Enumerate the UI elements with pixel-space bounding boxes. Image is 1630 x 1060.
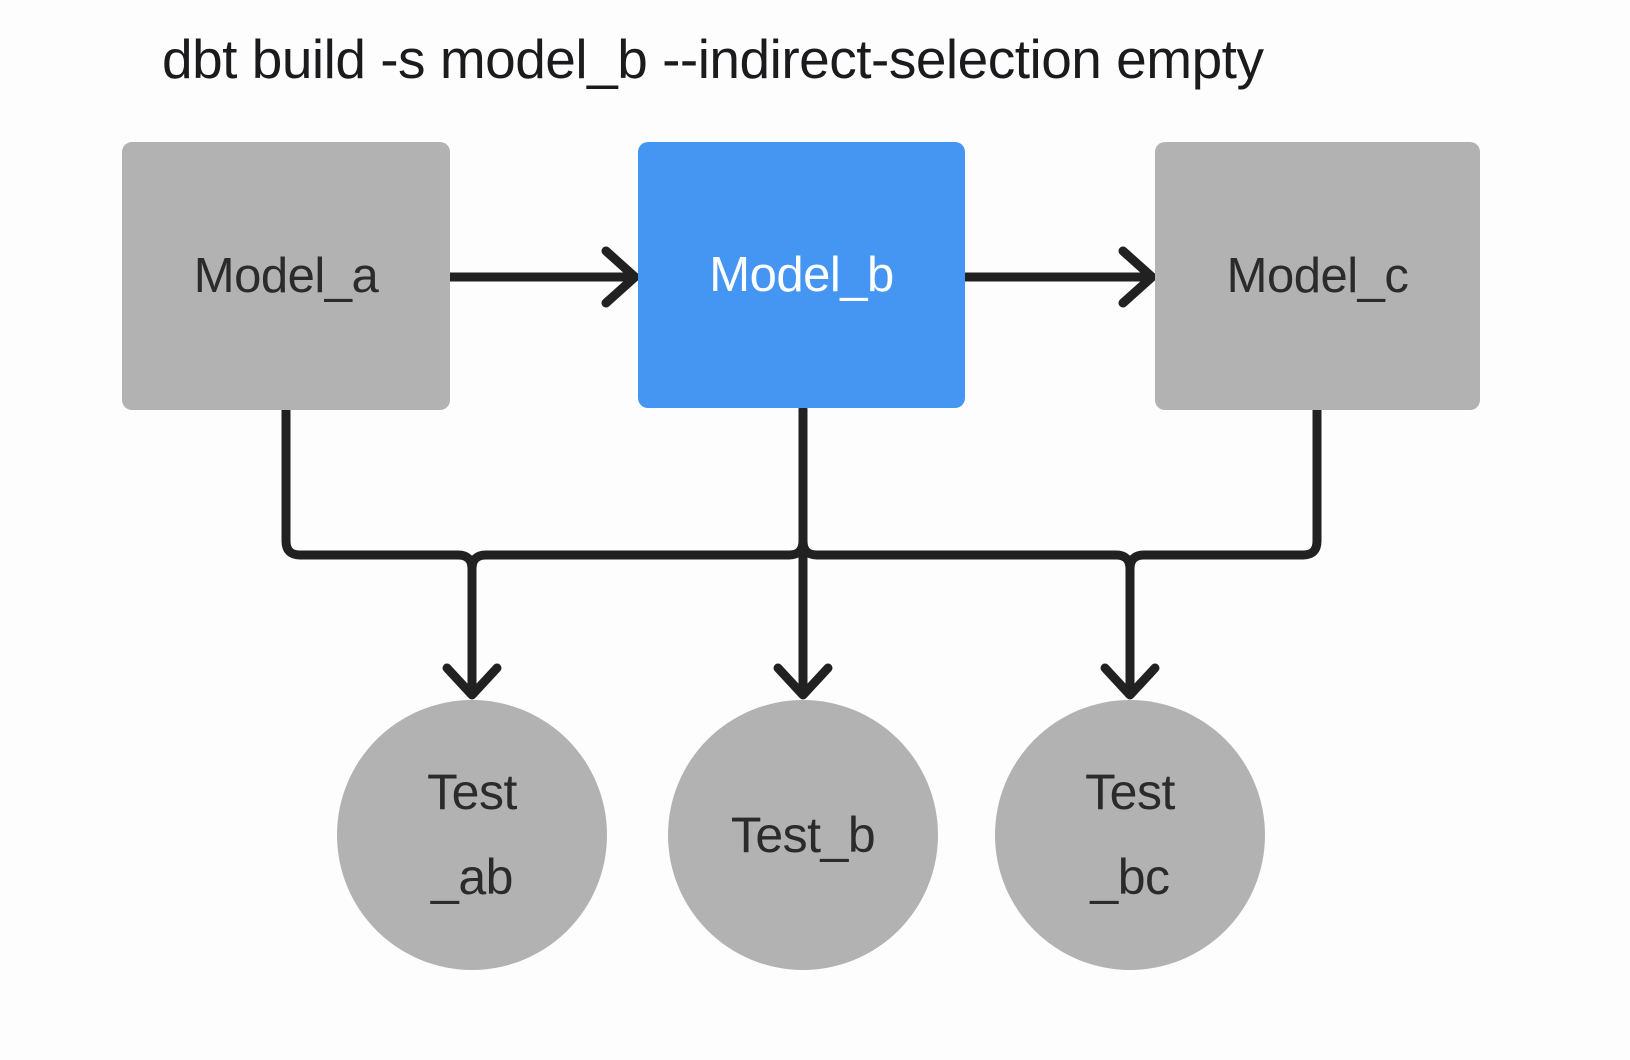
node-model-b-selected: Model_b xyxy=(638,142,965,408)
edge-model-b-to-test-bc xyxy=(798,405,1135,698)
node-test-bc-label: Test _bc xyxy=(1085,764,1175,905)
node-test-ab-label: Test _ab xyxy=(427,764,517,905)
edge-model-b-to-test-ab xyxy=(467,405,808,574)
node-model-a: Model_a xyxy=(122,142,450,410)
node-test-b: Test_b xyxy=(668,700,938,970)
arrowhead-down-test-b-icon xyxy=(773,663,833,700)
arrowhead-right-model-b-icon xyxy=(601,246,640,308)
node-test-ab: Test _ab xyxy=(337,700,607,970)
node-model-a-label: Model_a xyxy=(193,249,379,303)
node-test-bc: Test _bc xyxy=(995,700,1265,970)
node-test-b-label: Test_b xyxy=(730,806,876,863)
arrowhead-down-test-bc-icon xyxy=(1100,663,1160,700)
node-model-b-label: Model_b xyxy=(709,248,894,302)
page-title: dbt build -s model_b --indirect-selectio… xyxy=(162,28,1264,90)
arrowhead-right-model-c-icon xyxy=(1118,246,1157,308)
arrowhead-down-test-ab-icon xyxy=(442,663,502,700)
edge-model-a-to-test-ab xyxy=(281,405,477,698)
node-model-c: Model_c xyxy=(1155,142,1480,410)
edge-model-c-to-test-bc xyxy=(1125,405,1322,574)
node-model-c-label: Model_c xyxy=(1226,249,1409,303)
